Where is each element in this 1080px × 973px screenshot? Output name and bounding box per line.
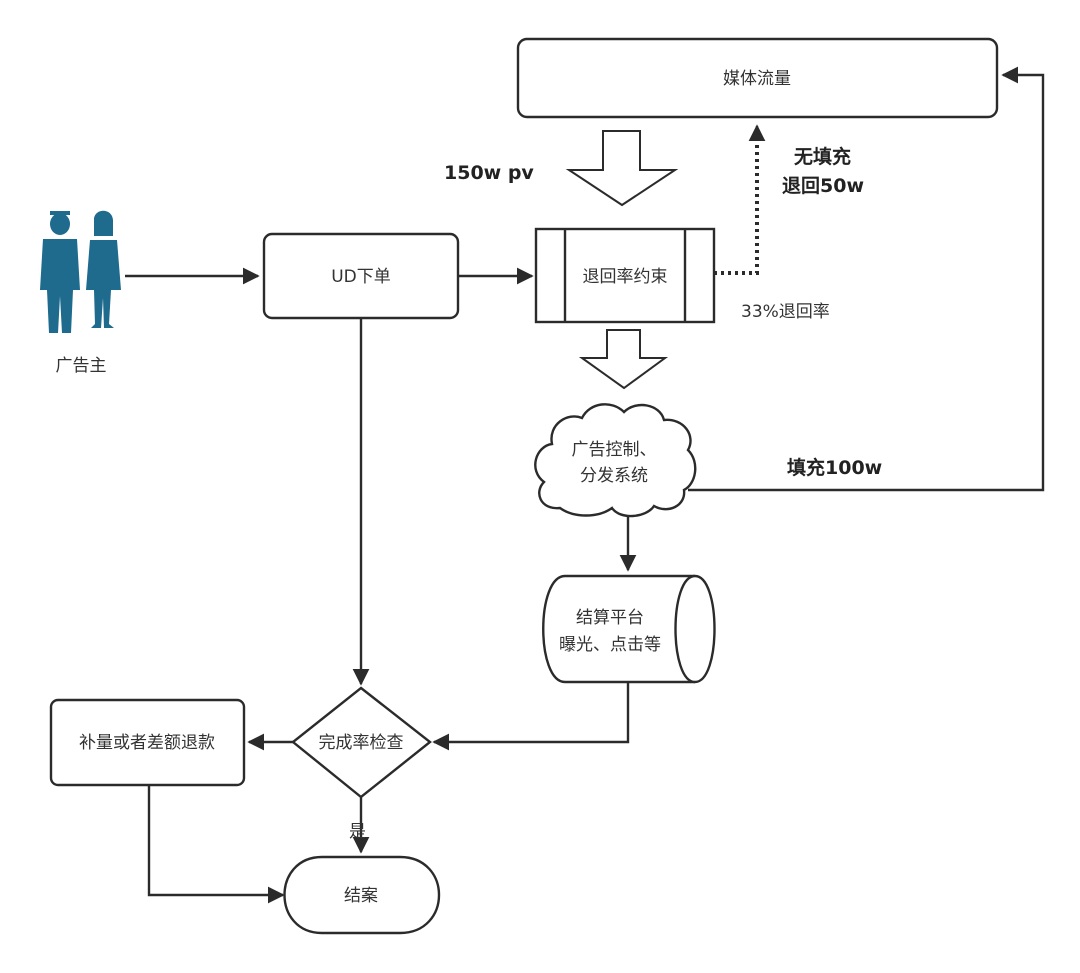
compensate-refund-node: 补量或者差额退款 bbox=[49, 698, 246, 787]
close-case-label: 结案 bbox=[344, 886, 378, 906]
media-traffic-node: 媒体流量 bbox=[516, 37, 999, 119]
ad-control-label-line1: 广告控制、 bbox=[572, 440, 657, 460]
edge-fill-to-media bbox=[688, 66, 1045, 492]
edge-no-fill-return bbox=[714, 135, 759, 275]
settlement-label-line1: 结算平台 bbox=[576, 608, 644, 628]
completion-check-node: 完成率检查 bbox=[291, 686, 432, 799]
ud-order-node: UD下单 bbox=[262, 232, 460, 320]
return-rate-annotation: 33%退回率 bbox=[741, 302, 830, 322]
ad-control-node: 广告控制、 分发系统 bbox=[534, 403, 697, 518]
big-arrow-media-down bbox=[565, 130, 679, 207]
return-constraint-label: 退回率约束 bbox=[583, 267, 668, 287]
settlement-node: 结算平台 曝光、点击等 bbox=[542, 574, 716, 684]
media-traffic-label: 媒体流量 bbox=[723, 69, 791, 89]
yes-annotation: 是 bbox=[349, 822, 366, 842]
compensate-refund-label: 补量或者差额退款 bbox=[79, 733, 215, 753]
ud-order-label: UD下单 bbox=[331, 267, 391, 287]
pv-annotation: 150w pv bbox=[444, 162, 534, 184]
advertiser-label: 广告主 bbox=[56, 356, 107, 376]
edge-refund-to-close bbox=[147, 786, 285, 904]
edge-settlement-to-check bbox=[432, 682, 630, 751]
completion-check-label: 完成率检查 bbox=[319, 733, 404, 753]
big-arrow-constraint-down bbox=[578, 329, 669, 390]
close-case-node: 结案 bbox=[283, 855, 441, 935]
business-people-icon bbox=[40, 210, 121, 333]
settlement-label-line2: 曝光、点击等 bbox=[559, 635, 661, 655]
fill-annotation: 填充100w bbox=[787, 456, 882, 479]
no-fill-annotation-line2: 退回50w bbox=[782, 175, 864, 197]
ad-control-label-line2: 分发系统 bbox=[580, 466, 648, 486]
no-fill-annotation-line1: 无填充 bbox=[794, 145, 851, 168]
return-constraint-node: 退回率约束 bbox=[534, 227, 716, 324]
